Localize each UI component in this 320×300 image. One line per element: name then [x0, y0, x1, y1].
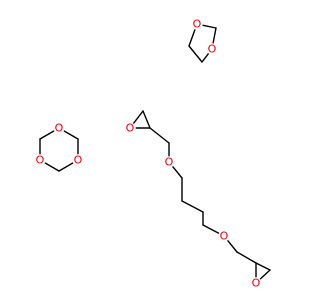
bond	[212, 27, 217, 44]
bond	[181, 200, 204, 213]
molecule-1-3-dioxolane	[188, 24, 217, 63]
bonds-layer	[39, 24, 271, 280]
bond	[255, 262, 271, 271]
bond	[63, 130, 79, 140]
bond	[149, 127, 170, 144]
atom-label-oxygen: O	[55, 122, 64, 135]
bond	[188, 29, 196, 47]
bond	[133, 110, 144, 124]
atom-label-oxygen: O	[208, 43, 217, 56]
bond	[227, 240, 238, 253]
atom-label-oxygen: O	[126, 122, 135, 135]
atom-label-oxygen: O	[74, 154, 83, 167]
bond	[202, 224, 220, 234]
bond	[201, 53, 209, 63]
atom-label-oxygen: O	[193, 18, 202, 31]
molecule-1-3-5-trioxane	[39, 130, 79, 172]
bond	[58, 162, 74, 172]
bond	[259, 269, 271, 280]
bond	[202, 24, 217, 29]
bond	[188, 45, 203, 63]
atom-label-oxygen: O	[220, 230, 229, 243]
bond	[44, 162, 60, 172]
atom-label-oxygen: O	[252, 277, 261, 290]
bond	[236, 251, 257, 264]
bond	[172, 166, 183, 179]
atom-label-oxygen: O	[165, 156, 174, 169]
bond	[142, 110, 151, 129]
bond	[39, 130, 55, 140]
molecule-1-4-butanediol-diglycidyl-ether	[133, 110, 271, 280]
atom-label-oxygen: O	[36, 154, 45, 167]
